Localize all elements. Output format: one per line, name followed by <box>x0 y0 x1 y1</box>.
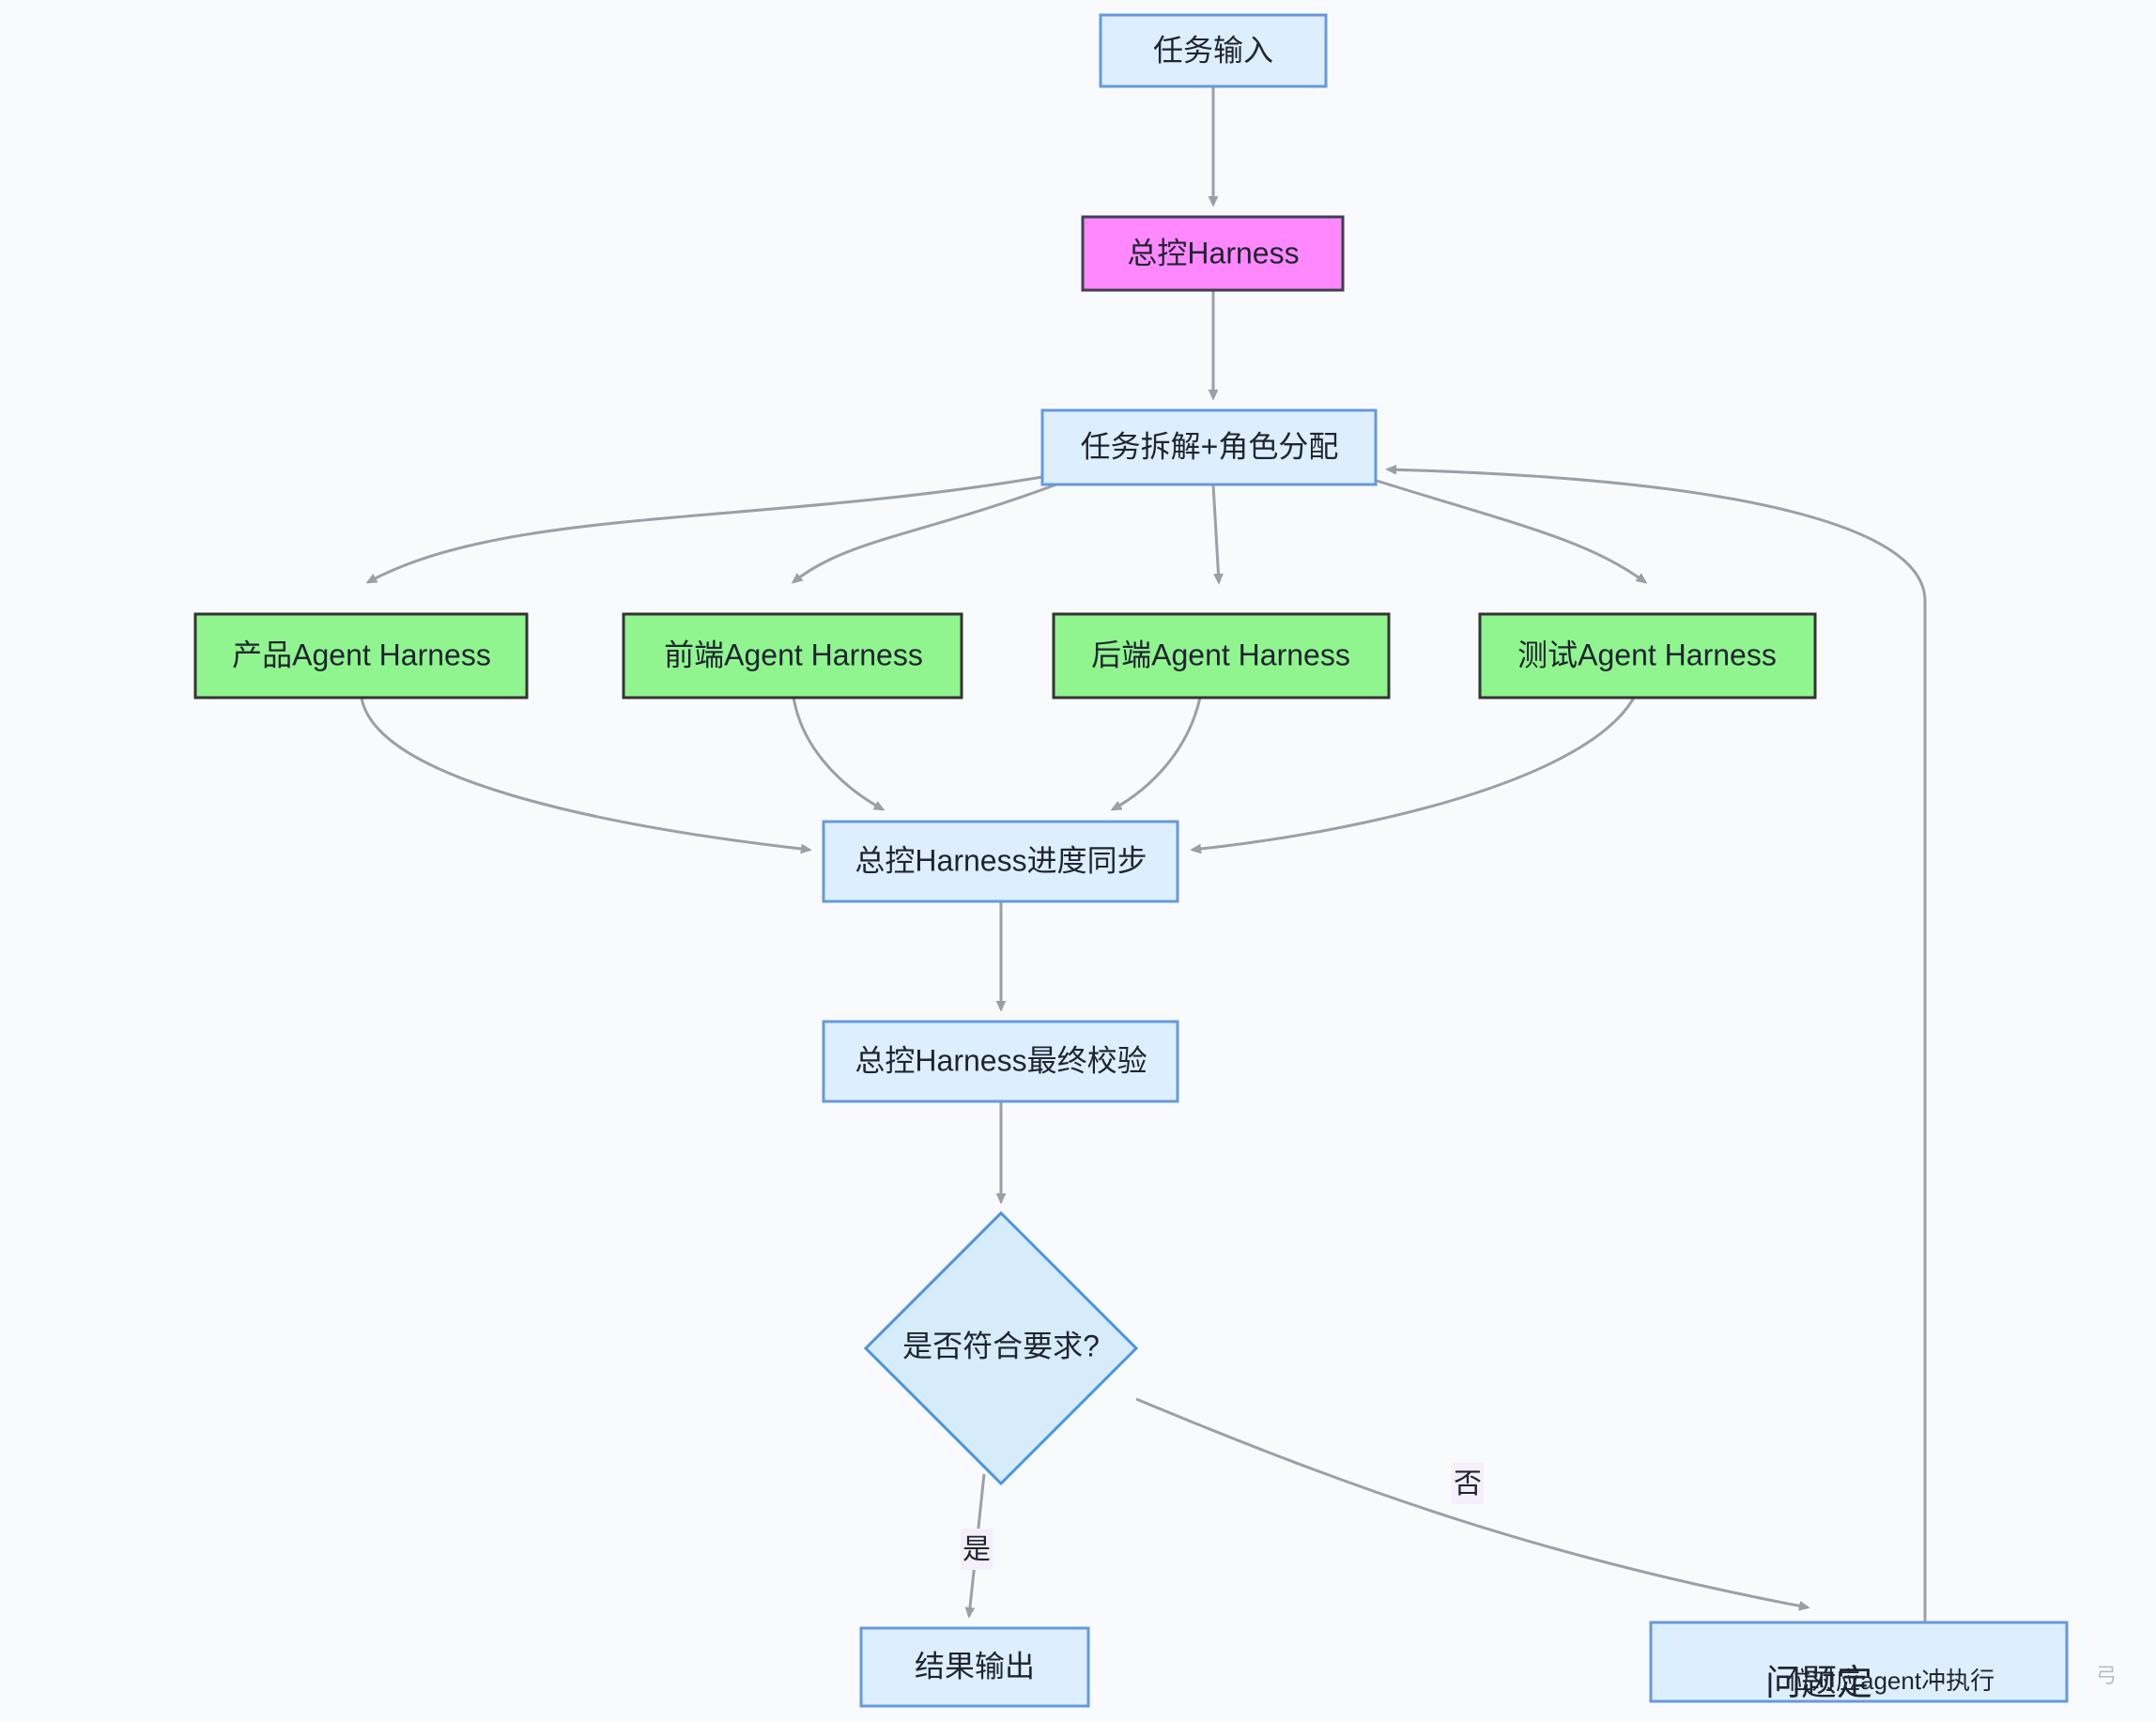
node-backend-agent[interactable]: 后端Agent Harness <box>1052 612 1391 700</box>
node-frontend-agent[interactable]: 前端Agent Harness <box>622 612 963 700</box>
edge-task-split-to-test-agent <box>1376 479 1645 582</box>
edge-task-split-to-frontend-agent <box>793 483 1057 582</box>
node-backend-agent-label: 后端Agent Harness <box>1091 638 1350 671</box>
edge-backend-agent-to-progress-sync <box>1113 697 1202 811</box>
edge-label-yes: 是 <box>961 1529 993 1570</box>
edge-label-no-text: 否 <box>1454 1468 1482 1499</box>
node-final-check[interactable]: 总控Harness最终校验 <box>822 1020 1179 1103</box>
node-frontend-agent-label: 前端Agent Harness <box>664 638 923 671</box>
node-decision-label: 是否符合要求? <box>902 1329 1100 1362</box>
edge-product-agent-to-progress-sync <box>360 697 809 850</box>
node-rerun-label-small: 位对应agent冲执行 <box>1787 1667 1994 1695</box>
edge-rerun-node-to-task-split <box>1388 469 1927 1622</box>
edge-task-split-to-product-agent <box>368 475 1043 584</box>
node-master-harness-label: 总控Harness <box>1127 236 1299 269</box>
edge-task-split-to-backend-agent <box>1211 484 1219 582</box>
node-rerun-label-large: 问题定 <box>1765 1664 1872 1703</box>
node-product-agent[interactable]: 产品Agent Harness <box>193 612 529 700</box>
node-progress-sync[interactable]: 总控Harness进度同步 <box>822 820 1179 903</box>
render-artifact-glyph: 弓 <box>2096 1664 2117 1687</box>
node-task-input-label: 任务输入 <box>1153 33 1273 67</box>
node-progress-sync-label: 总控Harness进度同步 <box>855 843 1147 877</box>
node-rerun[interactable]: 问题定 位对应agent冲执行 <box>1649 1621 2069 1703</box>
node-layer: 任务输入 总控Harness 任务拆解+角色分配 产品Agent Harness… <box>193 13 2069 1708</box>
node-test-agent-label: 测试Agent Harness <box>1517 638 1777 671</box>
edge-label-no: 否 <box>1452 1463 1484 1504</box>
node-task-split-label: 任务拆解+角色分配 <box>1081 429 1339 463</box>
node-task-split[interactable]: 任务拆解+角色分配 <box>1040 408 1378 486</box>
node-decision[interactable]: 是否符合要求? <box>863 1210 1139 1486</box>
node-product-agent-label: 产品Agent Harness <box>232 638 491 671</box>
node-result-output[interactable]: 结果输出 <box>859 1626 1090 1708</box>
edge-label-yes-text: 是 <box>962 1534 991 1565</box>
node-master-harness[interactable]: 总控Harness <box>1081 215 1345 292</box>
node-test-agent[interactable]: 测试Agent Harness <box>1478 612 1817 700</box>
node-result-output-label: 结果输出 <box>915 1649 1035 1683</box>
node-task-input[interactable]: 任务输入 <box>1099 13 1328 88</box>
edge-decision-to-rerun-node <box>1135 1397 1808 1607</box>
node-final-check-label: 总控Harness最终校验 <box>855 1043 1147 1077</box>
edge-test-agent-to-progress-sync <box>1193 697 1636 850</box>
edge-frontend-agent-to-progress-sync <box>792 697 883 811</box>
edge-label-layer: 是 否 <box>961 1463 1484 1570</box>
